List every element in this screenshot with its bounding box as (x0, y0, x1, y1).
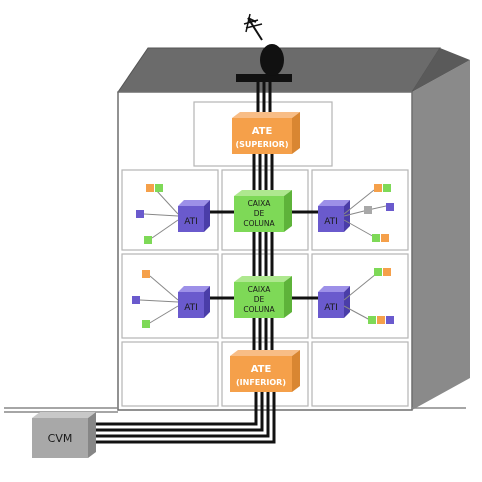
device-cube (381, 234, 389, 242)
ate-inferior-title: ATE (251, 364, 272, 375)
ate-inferior-subtitle: (INFERIOR) (236, 378, 286, 387)
antenna-icon (236, 13, 292, 82)
ati-lower-left: ATI (178, 286, 210, 318)
ate-inferior-box: ATE (INFERIOR) (230, 350, 300, 392)
device-cube (155, 184, 163, 192)
ate-superior-subtitle: (SUPERIOR) (236, 140, 289, 149)
device-cube (374, 184, 382, 192)
caixa-coluna-lower: CAIXA DE COLUNA (234, 276, 292, 318)
device-cube (146, 184, 154, 192)
device-cube (368, 316, 376, 324)
ati-upper-right: ATI (318, 200, 350, 232)
device-cube (364, 206, 372, 214)
device-cube (383, 268, 391, 276)
caixa-upper-line2: DE (254, 209, 265, 218)
building-roof-edge (412, 48, 470, 92)
caixa-lower-line3: COLUNA (243, 305, 275, 314)
caixa-lower-line1: CAIXA (248, 285, 272, 294)
end-devices (132, 184, 394, 328)
ate-superior-box: ATE (SUPERIOR) (232, 112, 300, 154)
caixa-lower-line2: DE (254, 295, 265, 304)
ati-lower-right: ATI (318, 286, 350, 318)
caixa-coluna-upper: CAIXA DE COLUNA (234, 190, 292, 232)
ati-upper-left: ATI (178, 200, 210, 232)
cvm-box: CVM (32, 412, 96, 458)
device-cube (132, 296, 140, 304)
ati-upper-right-label: ATI (324, 217, 338, 227)
ati-upper-left-label: ATI (184, 217, 198, 227)
device-cube (136, 210, 144, 218)
caixa-upper-line1: CAIXA (248, 199, 272, 208)
device-cube (142, 320, 150, 328)
ati-lower-right-label: ATI (324, 303, 338, 313)
caixa-upper-line3: COLUNA (243, 219, 275, 228)
floor-grid (121, 101, 409, 407)
ate-superior-title: ATE (252, 126, 273, 137)
device-cube (372, 234, 380, 242)
cvm-label: CVM (48, 432, 73, 445)
device-cube (142, 270, 150, 278)
building-side-wall (412, 60, 470, 410)
device-cube (386, 203, 394, 211)
device-cube (383, 184, 391, 192)
ati-lower-left-label: ATI (184, 303, 198, 313)
device-cube (374, 268, 382, 276)
device-cube (377, 316, 385, 324)
device-cube (386, 316, 394, 324)
cvm-cables (94, 392, 276, 444)
device-cube (144, 236, 152, 244)
